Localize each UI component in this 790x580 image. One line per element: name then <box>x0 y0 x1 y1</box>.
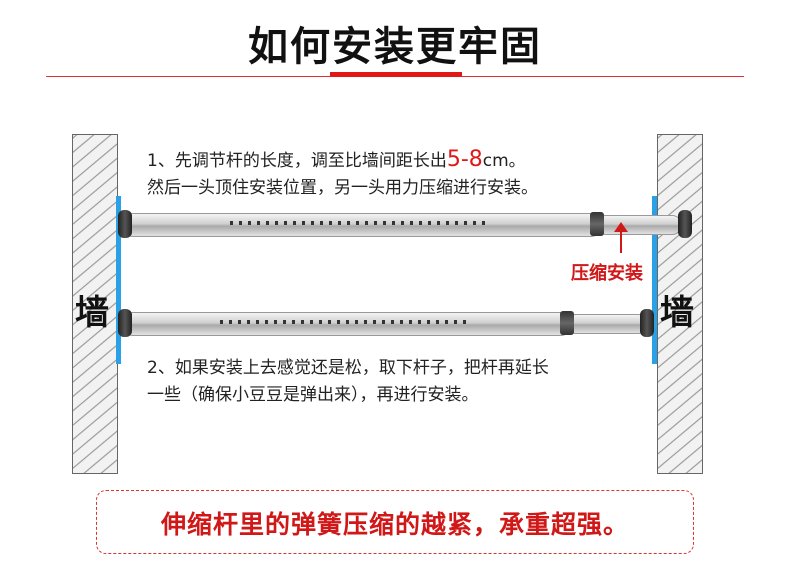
step1-line1-suffix: cm。 <box>482 151 526 171</box>
top-rod-holes <box>230 221 490 225</box>
step1-line1: 1、先调节杆的长度，调至比墙间距长出5-8cm。 <box>147 146 538 175</box>
compress-arrow <box>620 229 622 253</box>
top-rod-left-cap <box>118 210 132 238</box>
top-rod-extension <box>596 215 682 235</box>
step2-text: 2、如果安装上去感觉还是松，取下杆子，把杆再延长 一些（确保小豆豆是弹出来），再… <box>147 355 549 409</box>
compress-arrow-head <box>614 222 628 232</box>
right-wall: 墙 <box>657 134 703 474</box>
step1-highlight: 5-8 <box>446 147 483 172</box>
title-accent-bar <box>330 72 462 77</box>
step1-line2: 然后一头顶住安装位置，另一头用力压缩进行安装。 <box>147 178 538 198</box>
bottom-rod-joint <box>560 311 574 335</box>
top-rod-right-cap <box>678 210 692 238</box>
right-wall-trim <box>652 196 657 364</box>
left-wall: 墙 <box>72 134 118 474</box>
step2-line1: 2、如果安装上去感觉还是松，取下杆子，把杆再延长 <box>147 358 549 378</box>
top-rod-joint <box>590 212 604 236</box>
compress-label: 压缩安装 <box>571 263 643 284</box>
page-title: 如何安装更牢固 <box>248 24 542 70</box>
top-rod <box>122 213 602 237</box>
bottom-rod <box>122 312 572 336</box>
step2-line2: 一些（确保小豆豆是弹出来），再进行安装。 <box>147 385 479 405</box>
bottom-rod-right-cap <box>640 309 654 337</box>
left-wall-trim <box>116 196 121 364</box>
bottom-rod-extension <box>566 314 648 334</box>
bottom-rod-left-cap <box>118 309 132 337</box>
right-wall-label: 墙 <box>660 293 694 333</box>
left-wall-label: 墙 <box>75 293 109 333</box>
step1-line1-prefix: 1、先调节杆的长度，调至比墙间距长出 <box>147 151 447 171</box>
note-box: 伸缩杆里的弹簧压缩的越紧，承重超强。 <box>96 490 694 554</box>
note-text: 伸缩杆里的弹簧压缩的越紧，承重超强。 <box>160 510 629 539</box>
bottom-rod-holes <box>220 320 470 324</box>
step1-text: 1、先调节杆的长度，调至比墙间距长出5-8cm。 然后一头顶住安装位置，另一头用… <box>147 146 538 202</box>
